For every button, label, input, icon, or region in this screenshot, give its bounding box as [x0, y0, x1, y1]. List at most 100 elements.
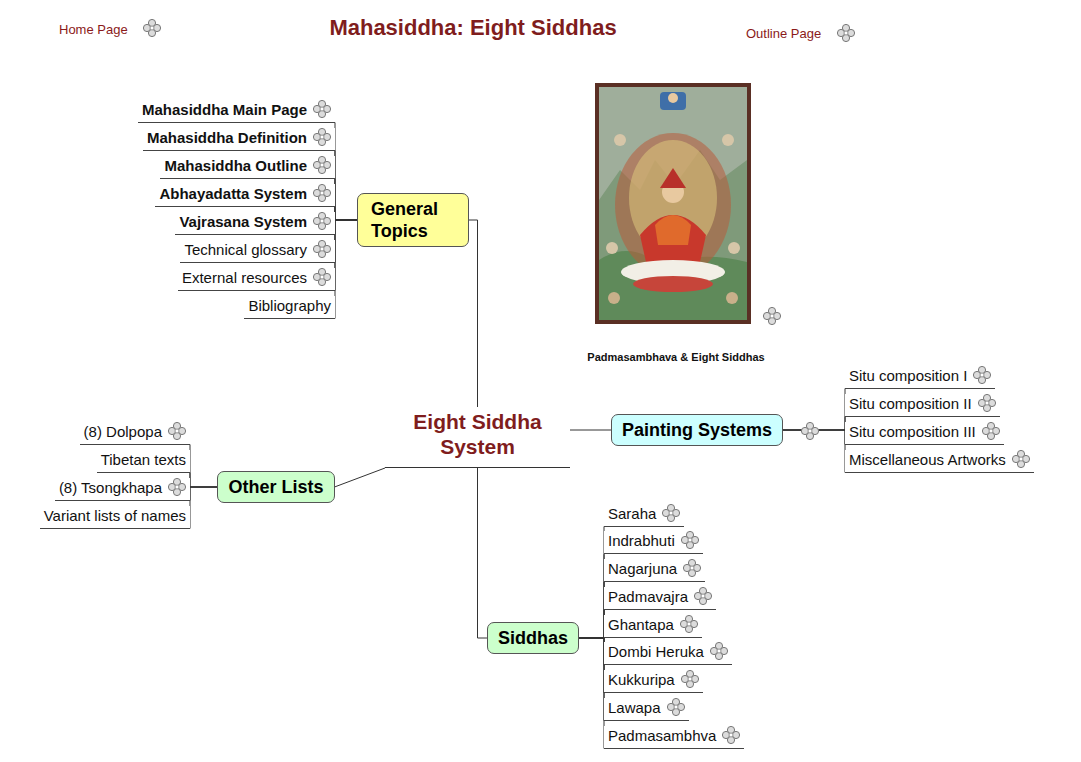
icon-center [150, 26, 154, 30]
branch-box: Painting Systems [611, 414, 783, 446]
link-icon [978, 394, 996, 412]
node-text: Tibetan texts [101, 451, 186, 468]
node-text: Painting Systems [622, 420, 772, 440]
icon-center [320, 219, 324, 223]
link-icon [313, 100, 331, 118]
leaf-topic: Technical glossary [180, 240, 335, 263]
connector-line [335, 151, 357, 221]
icon-lobe [667, 703, 674, 710]
connector-line [579, 610, 604, 638]
icon-center [1019, 457, 1023, 461]
link-icon [313, 184, 331, 202]
connector-line [570, 430, 611, 431]
icon-center [674, 705, 678, 709]
painting-siddha [728, 242, 740, 254]
branch-box: Other Lists [217, 471, 334, 503]
painting-siddha [722, 134, 734, 146]
link-icon [681, 670, 699, 688]
node-text: (8) Tsongkhapa [59, 479, 162, 496]
node-text: Situ composition I [849, 367, 967, 384]
page-title: Mahasiddha: Eight Siddhas [329, 15, 616, 41]
leaf-topic: Lawapa [604, 698, 689, 721]
icon-center [985, 401, 989, 405]
connector-line [469, 220, 478, 407]
node-text: Eight Siddha System [413, 410, 541, 458]
icon-center [175, 429, 179, 433]
painting-siddha [606, 242, 618, 254]
node-text: Padmasambhva [608, 727, 716, 744]
icon-center [980, 373, 984, 377]
leaf-topic: Bibliography [244, 296, 335, 319]
icon-lobe [694, 592, 701, 599]
icon-lobe [680, 620, 687, 627]
leaf-topic: Kukkuripa [604, 670, 703, 693]
icon-lobe [978, 399, 985, 406]
icon-lobe [1012, 455, 1019, 462]
icon-lobe [313, 189, 320, 196]
link-icon [313, 268, 331, 286]
link-icon [313, 240, 331, 258]
leaf-topic: Padmavajra [604, 587, 716, 610]
icon-lobe [313, 217, 320, 224]
icon-lobe [837, 29, 844, 36]
link-icon [313, 240, 330, 257]
connector-line [579, 582, 604, 638]
central-topic: Eight Siddha System [385, 407, 570, 468]
leaf-topic: Miscellaneous Artworks [845, 450, 1034, 473]
painting-frame [595, 83, 751, 324]
link-icon [313, 212, 330, 229]
link-icon [710, 643, 727, 660]
link-icon [1012, 450, 1029, 467]
icon-lobe [684, 564, 691, 571]
icon-center [175, 485, 179, 489]
link-icon [168, 422, 185, 439]
link-icon [313, 268, 330, 285]
connector-line [783, 430, 845, 473]
painting-throne [633, 276, 713, 292]
painting-top-figure-head [668, 93, 678, 103]
icon-lobe [313, 273, 320, 280]
icon-lobe [168, 483, 175, 490]
icon-lobe [801, 427, 808, 434]
icon-center [808, 429, 812, 433]
node-text: Nagarjuna [608, 560, 677, 577]
connector-line [478, 468, 487, 638]
link-icon [662, 504, 680, 522]
link-icon [663, 504, 680, 521]
node-text: Mahasiddha Definition [147, 129, 307, 146]
leaf-topic: Indrabhuti [604, 531, 703, 554]
icon-lobe [313, 105, 320, 112]
icon-center [320, 247, 324, 251]
icon-center [844, 31, 848, 35]
icon-lobe [143, 24, 150, 31]
branch-box: Siddhas [487, 622, 579, 654]
node-text: Other Lists [228, 477, 323, 497]
icon-center [688, 538, 692, 542]
icon-lobe [982, 427, 989, 434]
link-icon [313, 156, 331, 174]
icon-center [729, 733, 733, 737]
leaf-topic: Dombi Heruka [604, 642, 732, 665]
icon-lobe [710, 648, 717, 655]
node-text: Abhayadatta System [159, 185, 307, 202]
link-icon [723, 726, 740, 743]
link-icon [667, 698, 685, 716]
leaf-topic: Ghantapa [604, 615, 702, 638]
branch-box: General Topics [357, 193, 469, 247]
icon-lobe [168, 427, 175, 434]
leaf-topic: Vajrasana System [175, 212, 335, 235]
link-icon [313, 212, 331, 230]
painting-siddha [614, 134, 626, 146]
link-icon [680, 615, 698, 633]
leaf-topic: Mahasiddha Main Page [138, 100, 335, 123]
link-icon [313, 128, 331, 146]
connector-line [579, 638, 604, 721]
node-text: Variant lists of names [44, 507, 186, 524]
connector-line [335, 179, 357, 221]
link-icon [681, 531, 699, 549]
connector-line [335, 220, 357, 319]
image-caption: Padmasambhava & Eight Siddhas [587, 351, 764, 363]
node-text: General Topics [371, 199, 438, 241]
link-icon [313, 100, 330, 117]
icon-lobe [663, 509, 670, 516]
